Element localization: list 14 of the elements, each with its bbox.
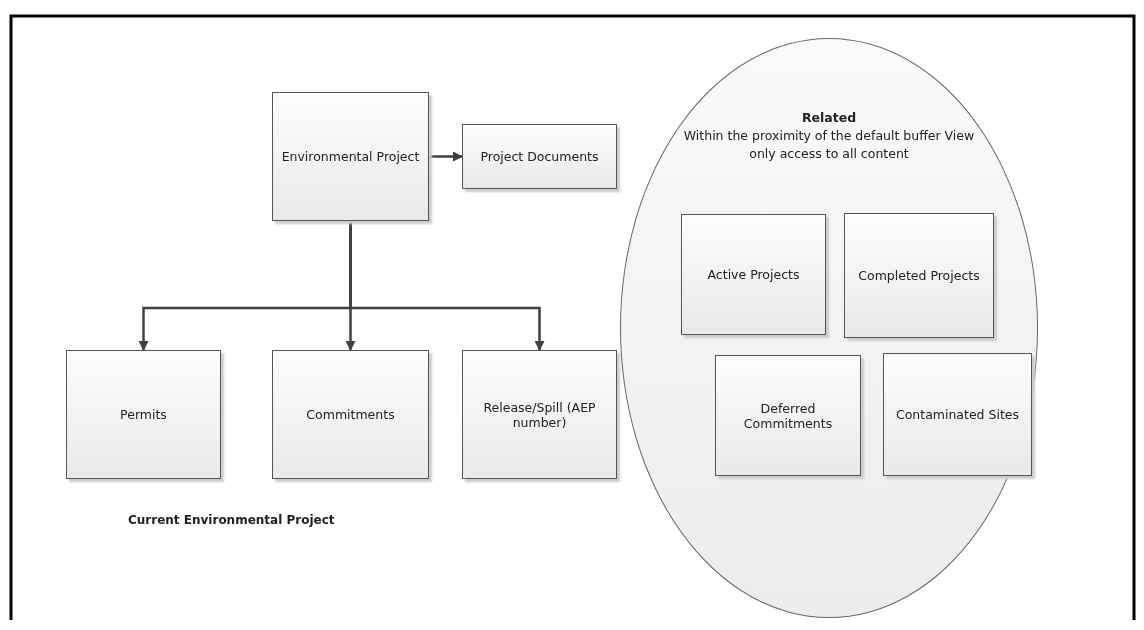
process-box: Project Documents bbox=[462, 124, 617, 189]
group-heading: Related bbox=[800, 109, 858, 127]
group-description: Within the proximity of the default buffer View only access to all content bbox=[682, 127, 976, 163]
process-box: Permits bbox=[66, 350, 221, 479]
arrow bbox=[349, 221, 545, 351]
process-box: Environmental Project bbox=[272, 92, 429, 221]
process-box: Active Projects bbox=[681, 214, 826, 335]
arrow bbox=[429, 151, 463, 162]
process-box: Release/Spill (AEP number) bbox=[462, 350, 617, 479]
process-box: Contaminated Sites bbox=[883, 353, 1032, 476]
process-box: Completed Projects bbox=[844, 213, 994, 338]
process-box: Commitments bbox=[272, 350, 429, 479]
diagram-caption: Current Environmental Project bbox=[128, 513, 335, 527]
process-box: Deferred Commitments bbox=[715, 355, 861, 476]
